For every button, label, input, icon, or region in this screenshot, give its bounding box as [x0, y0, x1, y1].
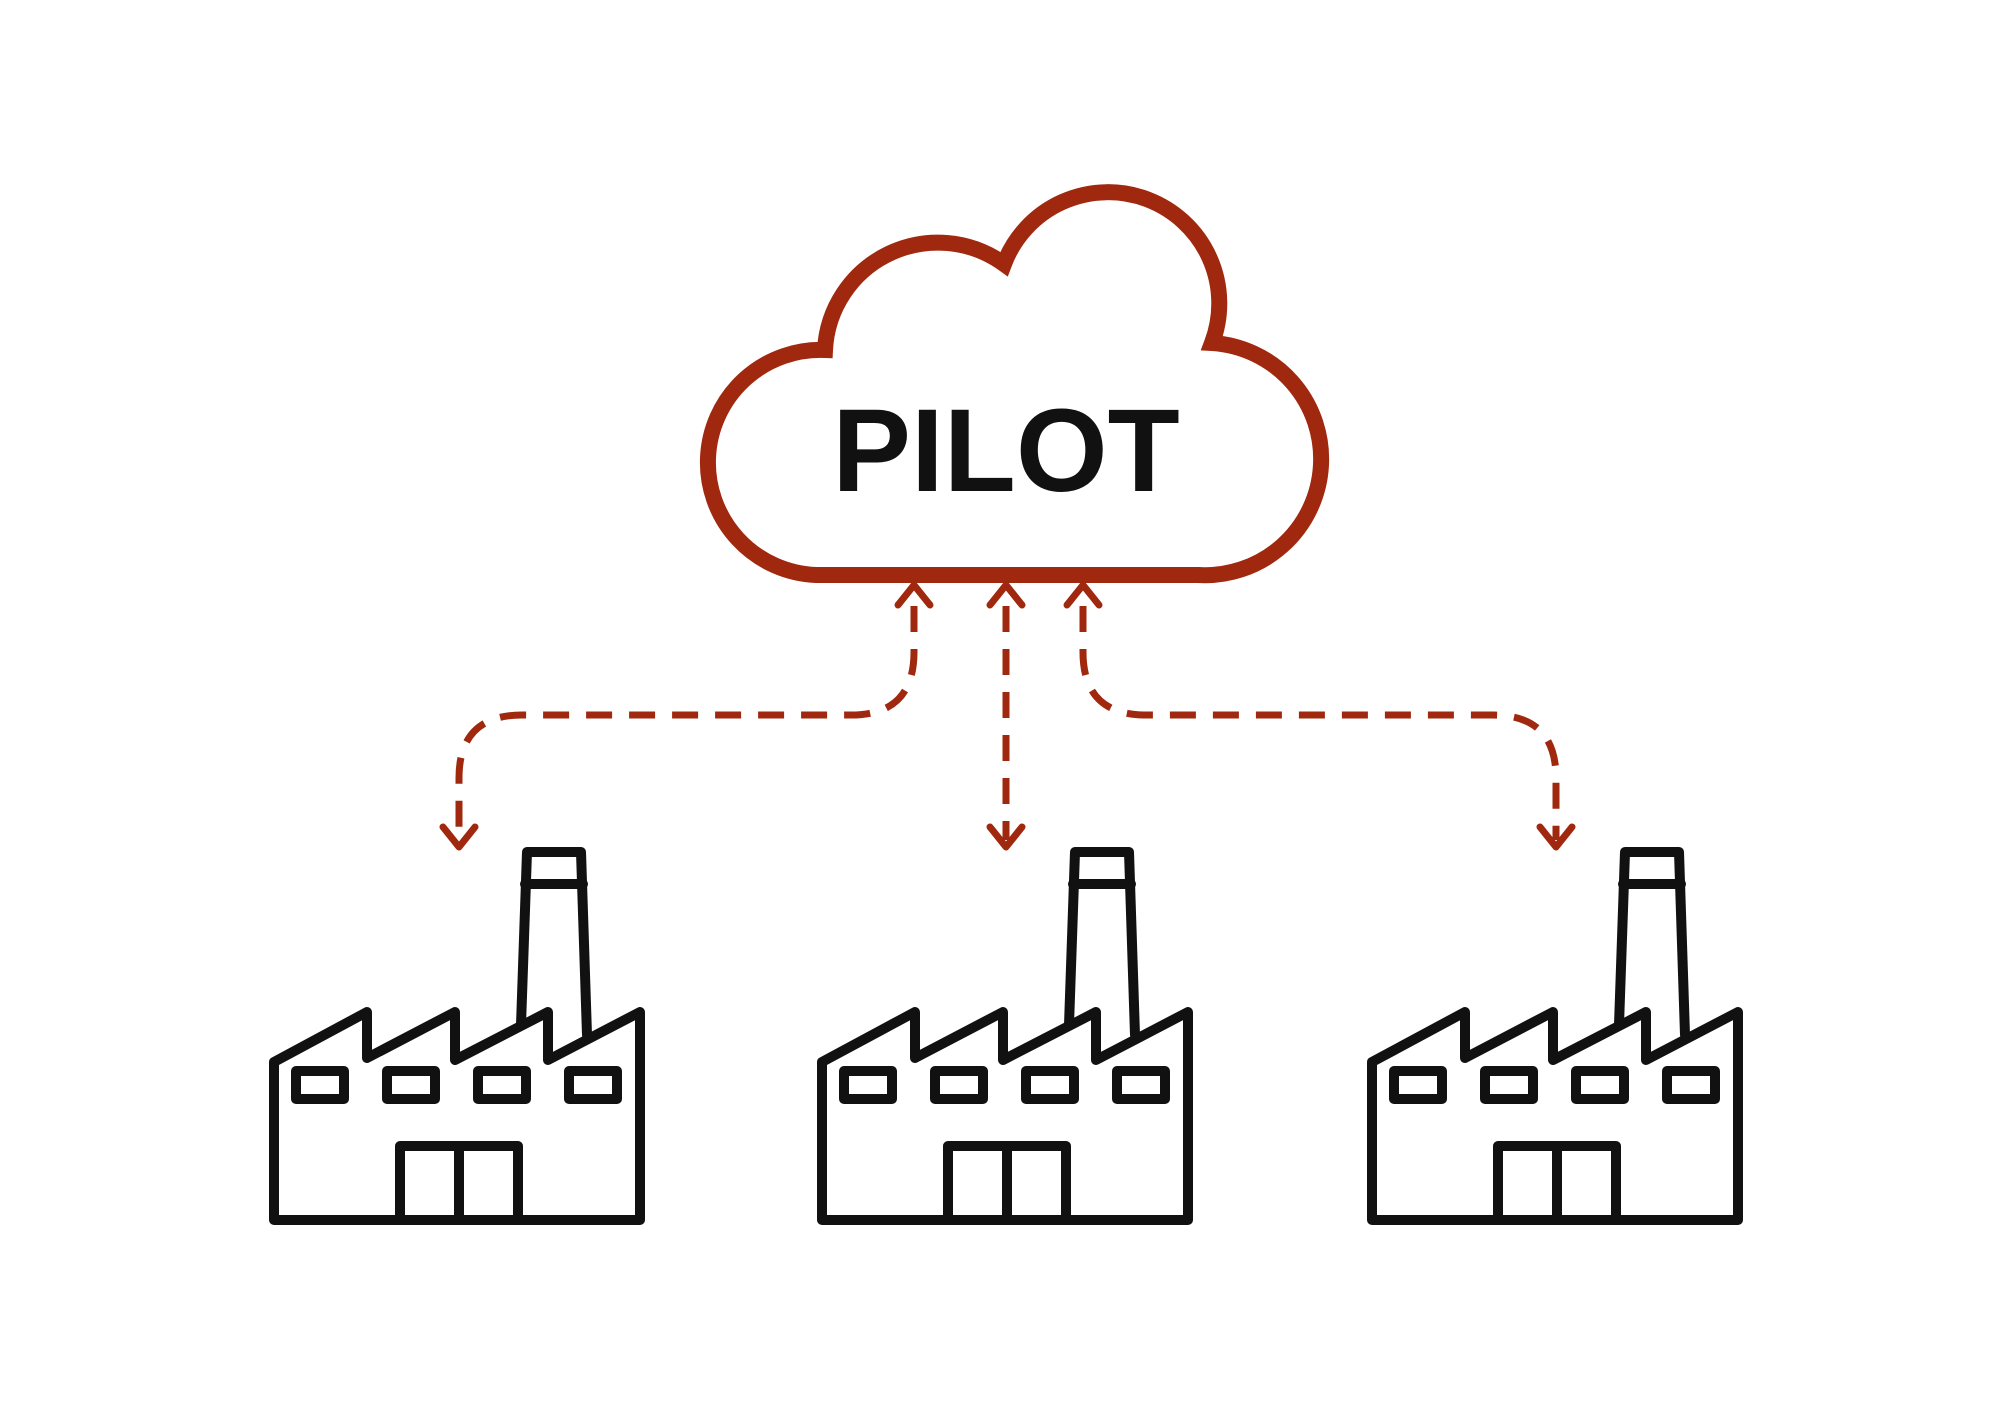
factory-left — [269, 847, 645, 1225]
connector-left — [455, 606, 918, 840]
pilot-cloud: PILOT — [699, 184, 1330, 584]
arrow-head-down-right — [1536, 823, 1576, 851]
factory-right — [1367, 847, 1743, 1225]
cloud-icon — [699, 184, 1330, 584]
factory-icon — [269, 847, 645, 1225]
connectors — [439, 581, 1576, 851]
arrow-head-up-right — [1063, 581, 1103, 609]
arrow-head-up-left — [894, 581, 934, 609]
cloud-label: PILOT — [832, 385, 1179, 517]
arrow-head-up-center — [986, 581, 1026, 609]
factory-center — [817, 847, 1193, 1225]
arrow-head-down-center — [986, 823, 1026, 851]
arrow-head-down-left — [439, 823, 479, 851]
factory-icon — [817, 847, 1193, 1225]
connector-right — [1079, 606, 1560, 840]
factory-icon — [1367, 847, 1743, 1225]
